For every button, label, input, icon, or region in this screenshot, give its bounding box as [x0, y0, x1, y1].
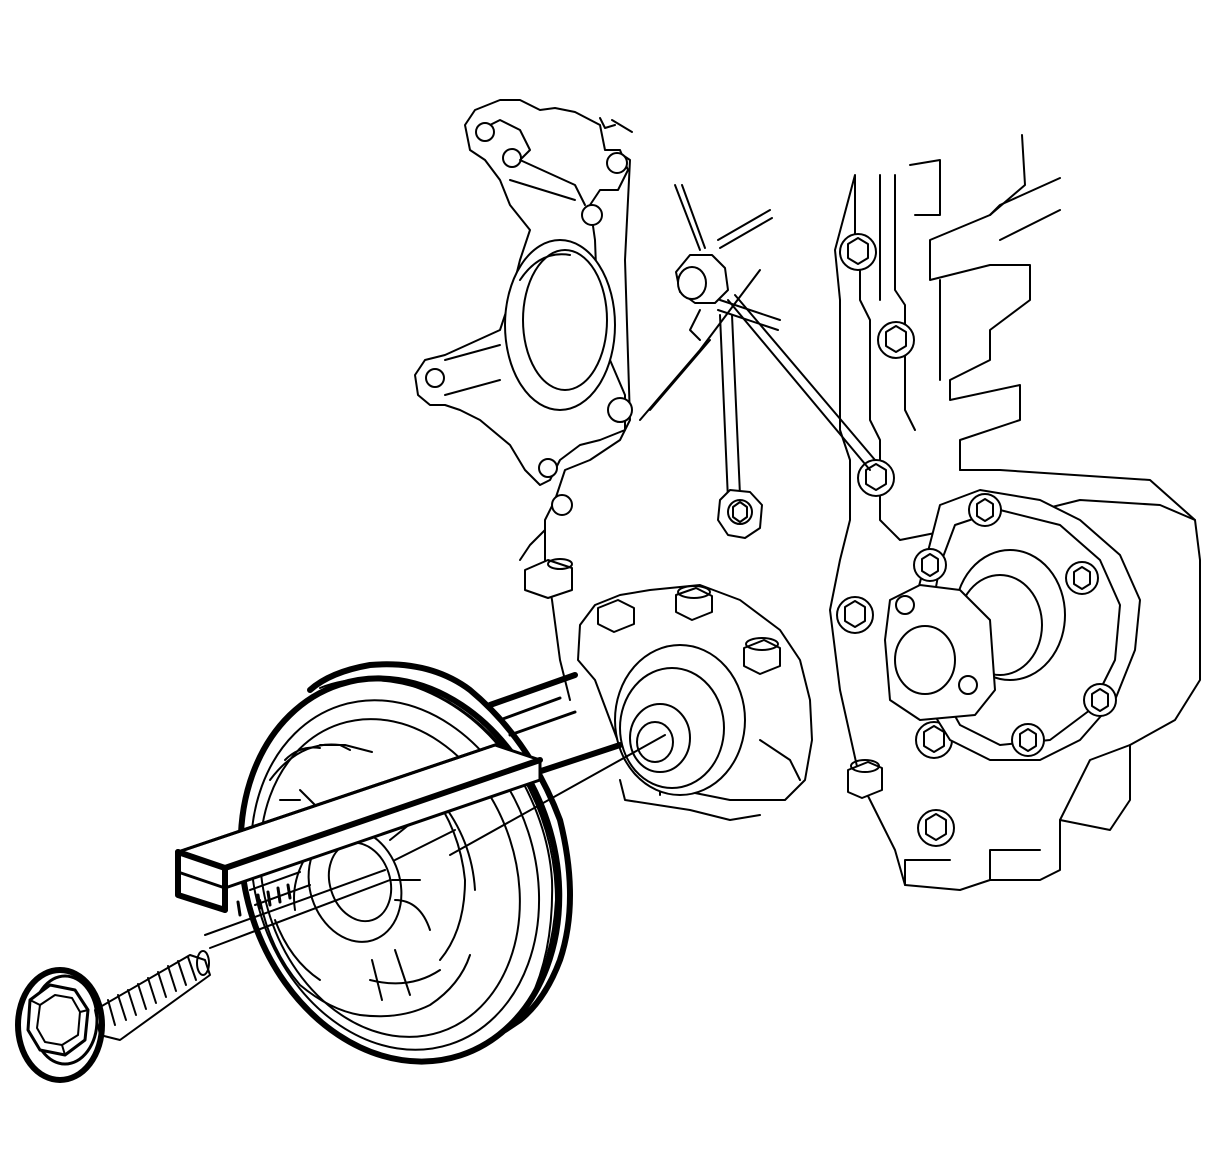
holding-tool-front — [175, 743, 543, 917]
housing-bolt-2 — [743, 637, 781, 675]
bolt-2 — [877, 321, 915, 359]
holding-tool — [487, 672, 623, 776]
cover-dowel — [524, 558, 573, 599]
accessory-bracket — [414, 99, 633, 516]
front-cover — [519, 149, 761, 701]
alignment-axis — [204, 734, 666, 949]
tensioner — [674, 184, 876, 539]
dowel-pin — [847, 759, 883, 799]
engine-bolts — [836, 233, 955, 847]
engine-block — [829, 134, 1201, 891]
bolt-3 — [857, 459, 895, 497]
housing-bolt-1 — [675, 585, 713, 621]
seal-housing — [577, 584, 813, 821]
housing-bolt-3 — [597, 599, 635, 633]
pulley-bolt — [15, 950, 211, 1083]
bolt-1 — [839, 233, 877, 271]
oil-pump-flange — [884, 489, 1141, 761]
bolt-4 — [836, 596, 874, 634]
bolt-6 — [917, 809, 955, 847]
